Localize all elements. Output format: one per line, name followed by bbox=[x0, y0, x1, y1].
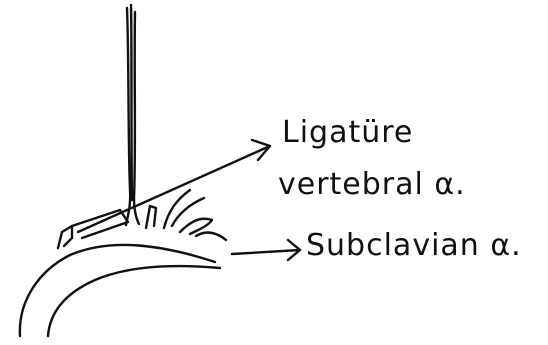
subclavian-label: Subclavian α. bbox=[306, 228, 522, 264]
vertebral-right-wall bbox=[134, 12, 139, 224]
branch-stub-4 bbox=[196, 233, 226, 240]
subclavian-outer-wall bbox=[20, 245, 215, 336]
ligature-arrow-shaft bbox=[78, 146, 270, 232]
subclavian-arrow-shaft bbox=[232, 250, 300, 254]
subclavian-inner-wall bbox=[48, 266, 220, 336]
ligature-label: Ligatüre bbox=[282, 115, 413, 151]
vertebral-mid-strand bbox=[131, 5, 132, 200]
vessel-stump bbox=[58, 226, 72, 248]
branch-stub-2 bbox=[164, 190, 204, 228]
vertebral-label: vertebral α. bbox=[278, 167, 466, 203]
vertebral-left-wall bbox=[126, 8, 130, 225]
branch-stub-1 bbox=[146, 206, 156, 228]
